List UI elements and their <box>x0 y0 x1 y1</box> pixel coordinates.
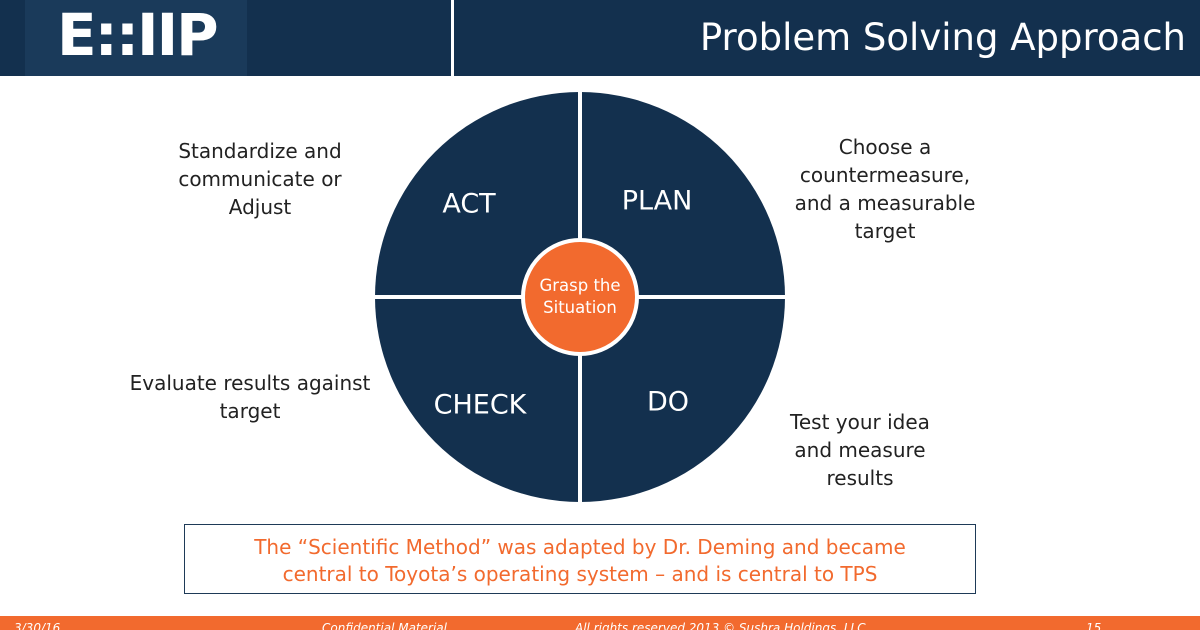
header-divider <box>451 0 454 76</box>
plan-description: Choose a countermeasure, and a measurabl… <box>794 135 976 243</box>
center-label: Grasp the Situation <box>539 276 621 317</box>
pdca-cycle-diagram: ACT PLAN CHECK DO Grasp the Situation <box>370 90 790 506</box>
center-circle <box>521 238 639 356</box>
note-text: The “Scientific Method” was adapted by D… <box>254 535 906 586</box>
act-description: Standardize and communicate or Adjust <box>178 139 342 219</box>
logo-text: E::IIP <box>57 1 219 69</box>
footer-date: 3/30/16 <box>14 621 61 630</box>
footer-bar: 3/30/16 Confidential Material All rights… <box>0 616 1200 630</box>
note-box: The “Scientific Method” was adapted by D… <box>184 524 976 594</box>
footer-copyright: All rights reserved 2013 © Sushra Holdin… <box>575 621 866 630</box>
do-description: Test your idea and measure results <box>790 410 930 490</box>
footer-page-number: 15 <box>1086 621 1102 630</box>
page-title: Problem Solving Approach <box>699 16 1186 59</box>
pdca-circle-graphic <box>370 90 790 506</box>
quadrant-act-label: ACT <box>442 188 496 220</box>
quadrant-check-label: CHECK <box>433 389 527 421</box>
footer-confidential: Confidential Material <box>322 621 447 630</box>
quadrant-do-label: DO <box>646 386 690 418</box>
check-description: Evaluate results against target <box>129 371 371 423</box>
logo: E::IIP <box>25 0 247 76</box>
quadrant-plan-label: PLAN <box>621 185 693 217</box>
header-bar: E::IIP Problem Solving Approach <box>0 0 1200 76</box>
